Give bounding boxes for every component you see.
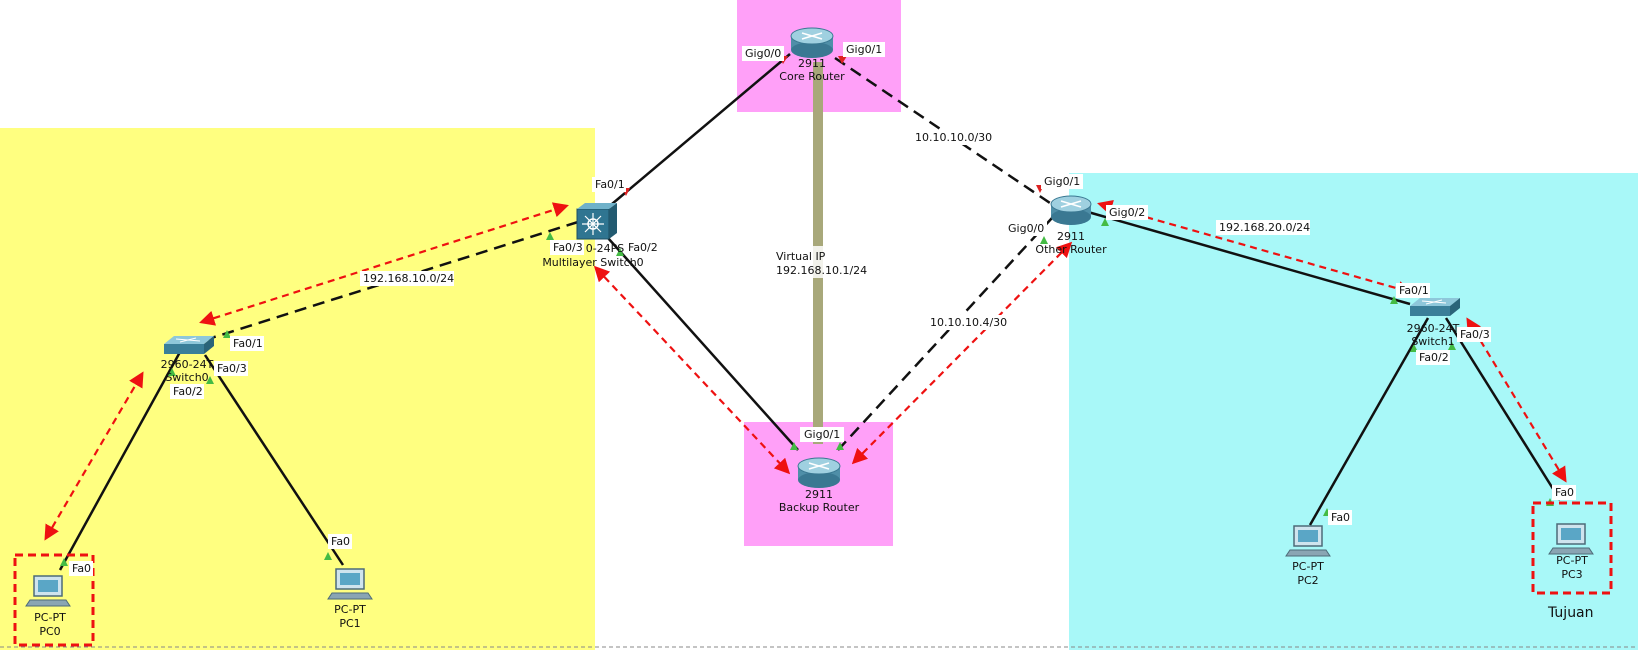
router-icon xyxy=(1050,195,1092,225)
link-down-indicator xyxy=(838,56,847,64)
source-highlight-pc0 xyxy=(13,553,95,647)
path-arrow-switch0-mls xyxy=(199,202,569,326)
device-name: PC0 xyxy=(39,625,60,638)
backup-router[interactable]: 2911 Backup Router xyxy=(779,457,860,514)
device-model: 2911 xyxy=(805,488,833,501)
link-up-indicator xyxy=(60,558,68,566)
link-up-indicator xyxy=(223,330,231,338)
link-up-indicator xyxy=(1448,342,1456,350)
device-name: Switch0 xyxy=(165,371,208,384)
port-label: Fa0/2 xyxy=(173,385,203,398)
switch1[interactable]: 2960-24T Switch1 xyxy=(1407,298,1460,348)
link-up-indicator xyxy=(790,442,798,450)
cable-mls-core xyxy=(611,53,791,205)
device-model: 2911 xyxy=(1057,230,1085,243)
multilayer-switch-icon xyxy=(576,203,617,240)
core-router[interactable]: 2911 Core Router xyxy=(779,27,845,83)
device-name: Multilayer Switch0 xyxy=(542,256,643,269)
pc-icon xyxy=(25,575,71,607)
cable-switch0-pc1 xyxy=(203,354,345,566)
network-label: 10.10.10.0/30 xyxy=(915,131,992,144)
device-model: 2960-24T xyxy=(161,358,214,371)
path-arrow-mls-backup xyxy=(593,265,791,475)
port-label: Gig0/1 xyxy=(804,428,840,441)
cable-other-backup xyxy=(837,217,1053,451)
router-icon xyxy=(797,457,841,488)
path-arrow-backup-other xyxy=(851,241,1073,465)
link-up-indicator xyxy=(206,376,214,384)
pc2[interactable]: PC-PT PC2 xyxy=(1285,525,1331,587)
network-label: 192.168.20.0/24 xyxy=(1219,221,1310,234)
virtual-ip-address: 192.168.10.1/24 xyxy=(776,264,867,277)
router-icon xyxy=(790,27,834,58)
pc1[interactable]: PC-PT PC1 xyxy=(327,568,373,630)
link-up-indicator xyxy=(1390,296,1398,304)
other-router[interactable]: 2911 Other Router xyxy=(1035,195,1107,256)
destination-highlight-pc3 xyxy=(1531,501,1613,595)
zone-right-lan xyxy=(1069,173,1638,650)
device-model: PC-PT xyxy=(334,603,366,616)
switch-icon xyxy=(1410,298,1460,316)
destination-label: Tujuan xyxy=(1547,605,1594,621)
switch0[interactable]: 2960-24T Switch0 xyxy=(161,336,214,384)
port-label: Gig0/1 xyxy=(1044,175,1080,188)
network-label: 192.168.10.0/24 xyxy=(363,272,454,285)
port-label: Fa0/2 xyxy=(628,241,658,254)
port-label: Fa0 xyxy=(1555,486,1574,499)
port-label: Gig0/0 xyxy=(745,47,781,60)
port-label: Gig0/0 xyxy=(1008,222,1044,235)
switch-icon xyxy=(164,336,214,354)
device-name: PC1 xyxy=(339,617,360,630)
link-up-indicator xyxy=(616,248,624,256)
device-model: 0-24PS xyxy=(586,242,625,255)
cable-core-other xyxy=(834,56,1051,205)
link-up-indicator xyxy=(168,368,176,376)
device-name: PC2 xyxy=(1297,574,1318,587)
port-labels: Gig0/0 Gig0/1 Fa0/1 Fa0/3 Fa0/2 Gig0/1 G… xyxy=(69,42,1576,576)
port-label: Gig0/1 xyxy=(846,43,882,56)
device-model: PC-PT xyxy=(1292,560,1324,573)
link-up-indicator xyxy=(836,442,844,450)
port-label: Fa0/2 xyxy=(1419,351,1449,364)
pc-icon xyxy=(1548,523,1594,555)
pc-icon xyxy=(1285,525,1331,557)
device-name: Backup Router xyxy=(779,501,860,514)
device-model: 2911 xyxy=(798,57,826,70)
pc3[interactable]: PC-PT PC3 xyxy=(1548,523,1594,581)
pc0[interactable]: PC-PT PC0 xyxy=(25,575,71,638)
port-label: Fa0/3 xyxy=(553,241,583,254)
path-arrow-pc0-switch0 xyxy=(44,371,144,541)
cable-mls-backup xyxy=(607,237,799,451)
port-label: Fa0 xyxy=(1331,511,1350,524)
pc-icon xyxy=(327,568,373,600)
device-model: PC-PT xyxy=(34,611,66,624)
device-name: PC3 xyxy=(1561,568,1582,581)
device-name: Core Router xyxy=(779,70,845,83)
path-arrow-other-switch1 xyxy=(1097,199,1413,297)
multilayer-switch[interactable]: 0-24PS Multilayer Switch0 xyxy=(542,203,644,269)
virtual-ip-title: Virtual IP xyxy=(776,250,826,263)
device-name: Other Router xyxy=(1035,243,1107,256)
port-label: Fa0/3 xyxy=(1460,328,1490,341)
port-label: Gig0/2 xyxy=(1109,206,1145,219)
link-up-indicator xyxy=(324,552,332,560)
traffic-path-arrows xyxy=(44,199,1567,541)
device-model: 2960-24T xyxy=(1407,322,1460,335)
port-label: Fa0/1 xyxy=(233,337,263,350)
port-label: Fa0 xyxy=(72,562,91,575)
port-label: Fa0/1 xyxy=(595,178,625,191)
device-name: Switch1 xyxy=(1411,335,1454,348)
virtual-ip-note: Virtual IP 192.168.10.1/24 xyxy=(773,246,867,278)
cable-switch1-pc2 xyxy=(1308,317,1430,526)
network-label: 10.10.10.4/30 xyxy=(930,316,1007,329)
device-model: PC-PT xyxy=(1556,554,1588,567)
port-label: Fa0/3 xyxy=(217,362,247,375)
port-label: Fa0/1 xyxy=(1399,284,1429,297)
port-label: Fa0 xyxy=(331,535,350,548)
network-labels: 10.10.10.0/30 10.10.10.4/30 192.168.10.0… xyxy=(360,130,1310,330)
